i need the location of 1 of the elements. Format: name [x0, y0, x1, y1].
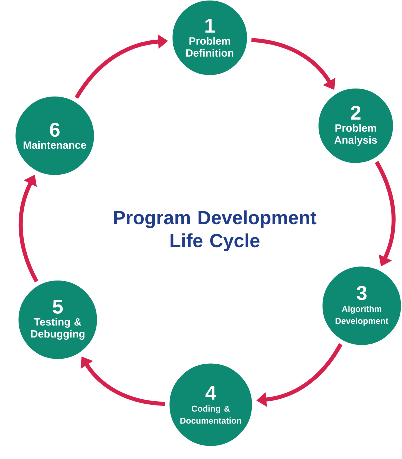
title: Program Development Life Cycle — [114, 210, 317, 252]
